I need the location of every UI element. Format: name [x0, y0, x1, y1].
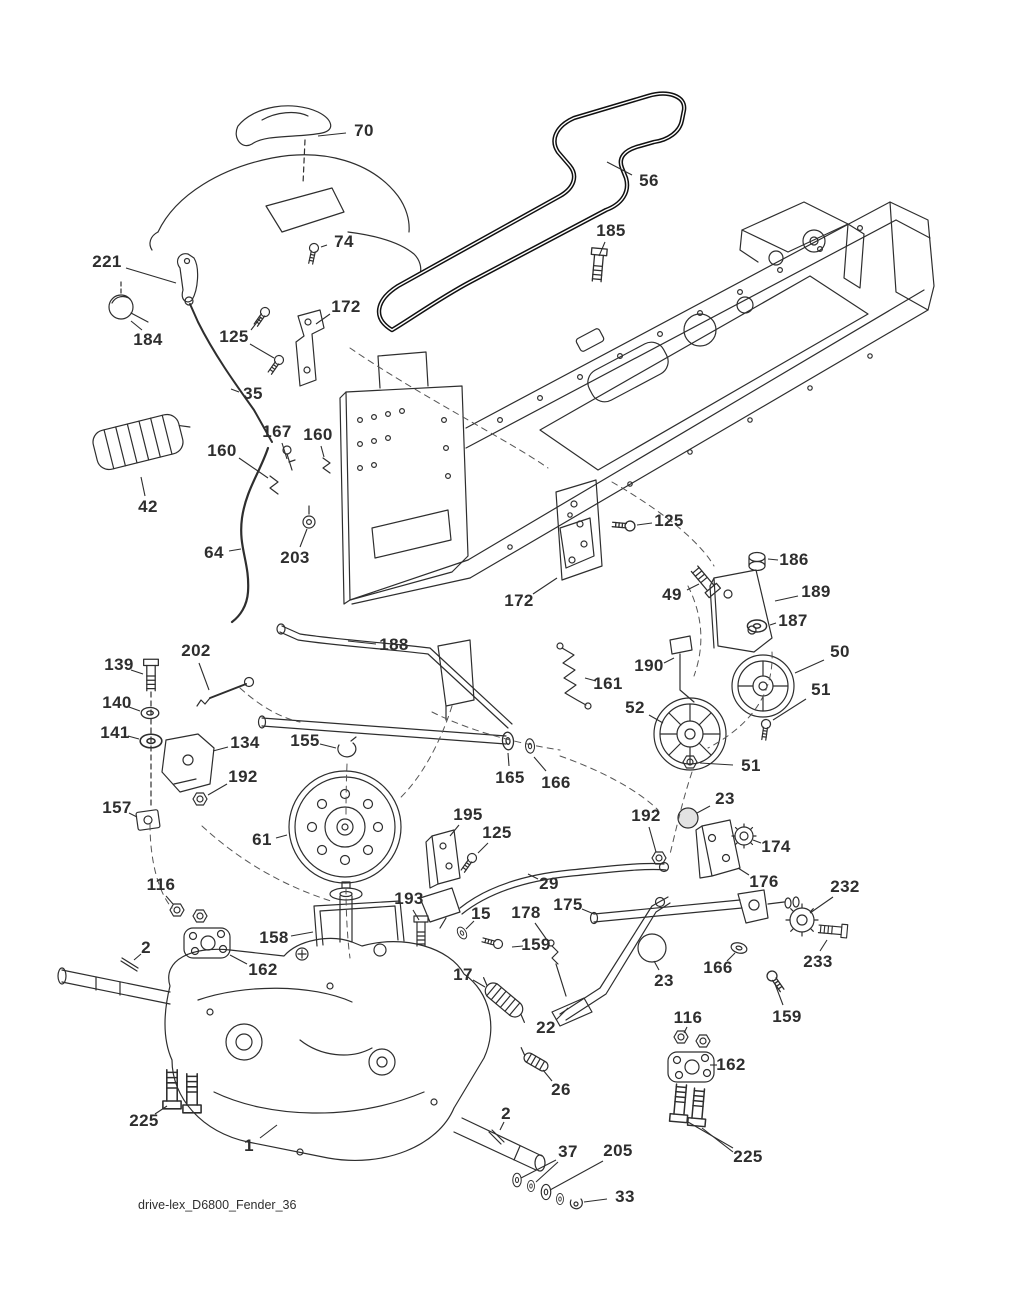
- callout-37-68: 37: [558, 1142, 578, 1161]
- callout-205-69: 205: [603, 1141, 633, 1160]
- callout-192-44: 192: [631, 806, 661, 825]
- callout-139-29: 139: [104, 655, 134, 674]
- callout-157-37: 157: [102, 798, 132, 817]
- callout-26-62: 26: [551, 1080, 571, 1099]
- callout-195-39: 195: [453, 805, 483, 824]
- callout-141-31: 141: [100, 723, 130, 742]
- chassis-frame-part: [339, 201, 935, 605]
- callout-233-48: 233: [803, 952, 833, 971]
- callout-192-36: 192: [228, 767, 258, 786]
- callout-61-38: 61: [252, 830, 272, 849]
- callout-2-67: 2: [501, 1104, 511, 1123]
- callout-184-5: 184: [133, 330, 163, 349]
- callout-125-15: 125: [654, 511, 684, 530]
- callout-155-33: 155: [290, 731, 320, 750]
- callout-158-53: 158: [259, 928, 289, 947]
- callout-2-55: 2: [141, 938, 151, 957]
- callout-186-18: 186: [779, 550, 809, 569]
- callout-33-70: 33: [615, 1187, 635, 1206]
- callout-64-13: 64: [204, 543, 224, 562]
- callout-161-24: 161: [593, 674, 623, 693]
- pulley-52-part: [653, 697, 727, 771]
- callout-185-2: 185: [596, 221, 626, 240]
- callout-29-45: 29: [539, 874, 559, 893]
- callout-160-11: 160: [303, 425, 333, 444]
- callout-162-54: 162: [248, 960, 278, 979]
- drive-belt-part: [376, 91, 687, 333]
- callout-159-50: 159: [772, 1007, 802, 1026]
- callout-159-59: 159: [521, 935, 551, 954]
- callout-188-27: 188: [379, 635, 409, 654]
- callout-140-30: 140: [102, 693, 132, 712]
- lower-linkage: [288, 770, 849, 1072]
- callout-187-20: 187: [778, 611, 808, 630]
- callout-116-52: 116: [146, 875, 176, 894]
- callout-15-57: 15: [471, 904, 491, 923]
- callout-35-8: 35: [243, 384, 263, 403]
- callout-160-10: 160: [207, 441, 237, 460]
- callout-74-3: 74: [334, 232, 354, 251]
- mid-linkage: [135, 551, 795, 831]
- callout-22-61: 22: [536, 1018, 556, 1037]
- callout-125-7: 125: [219, 327, 249, 346]
- assembly-dashes: [149, 347, 773, 959]
- callout-56-1: 56: [639, 171, 659, 190]
- diagram-file-label: drive-lex_D6800_Fender_36: [138, 1198, 297, 1212]
- callout-193-56: 193: [394, 889, 424, 908]
- callout-1-66: 1: [244, 1136, 254, 1155]
- callout-162-64: 162: [716, 1055, 746, 1074]
- callout-172-16: 172: [504, 591, 534, 610]
- callout-70-0: 70: [354, 121, 374, 140]
- callout-17-60: 17: [453, 965, 473, 984]
- pulley-61-part: [288, 770, 402, 884]
- callout-52-25: 52: [625, 698, 645, 717]
- callout-23-41: 23: [715, 789, 735, 808]
- callout-203-14: 203: [280, 548, 310, 567]
- callout-50-21: 50: [830, 642, 850, 661]
- pulley-50-part: [731, 654, 795, 718]
- callout-23-51: 23: [654, 971, 674, 990]
- callout-125-40: 125: [482, 823, 512, 842]
- callout-221-4: 221: [92, 252, 122, 271]
- callout-232-47: 232: [830, 877, 860, 896]
- transaxle-part: [57, 881, 715, 1210]
- callout-176-43: 176: [749, 872, 779, 891]
- callout-116-63: 116: [673, 1008, 703, 1027]
- callout-166-35: 166: [541, 773, 571, 792]
- callout-190-23: 190: [634, 656, 664, 675]
- callout-165-34: 165: [495, 768, 525, 787]
- callout-174-42: 174: [761, 837, 791, 856]
- callout-189-19: 189: [801, 582, 831, 601]
- callout-225-65: 225: [129, 1111, 159, 1130]
- upper-controls: [92, 242, 637, 624]
- callout-51-22: 51: [811, 680, 831, 699]
- callout-49-17: 49: [662, 585, 682, 604]
- callout-172-6: 172: [331, 297, 361, 316]
- callout-166-49: 166: [703, 958, 733, 977]
- callout-167-9: 167: [262, 422, 292, 441]
- callout-51-26: 51: [741, 756, 761, 775]
- fender-part: [149, 105, 422, 275]
- callout-134-32: 134: [230, 733, 260, 752]
- callout-225-71: 225: [733, 1147, 763, 1166]
- callout-42-12: 42: [138, 497, 158, 516]
- callout-202-28: 202: [181, 641, 211, 660]
- callout-175-46: 175: [553, 895, 583, 914]
- callout-178-58: 178: [511, 903, 541, 922]
